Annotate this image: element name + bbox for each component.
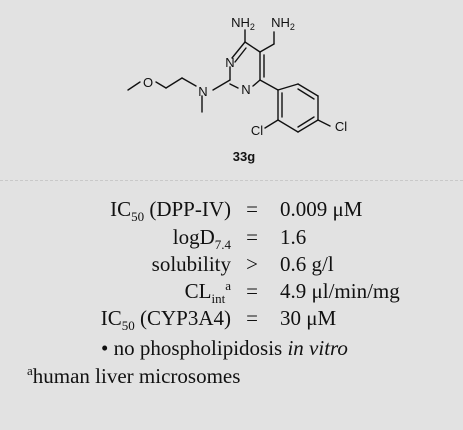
bond [317, 119, 331, 127]
property-label: IC50 (DPP-IV) [110, 197, 231, 225]
atom-n-ring-bottom: N [241, 82, 250, 97]
aryl-bond [297, 83, 319, 97]
bond [259, 79, 279, 91]
aryl-bond [277, 119, 299, 133]
property-value: 0.6 g/l [280, 252, 334, 276]
footnote: ahuman liver microsomes [27, 363, 240, 389]
property-value: 4.9 μl/min/mg [280, 279, 400, 303]
property-label: CLinta [184, 278, 231, 307]
property-operator: = [246, 225, 258, 249]
property-row: IC50 (DPP-IV) = 0.009 μM [0, 196, 463, 225]
footnote-mark: a [27, 363, 33, 378]
property-value: 1.6 [280, 225, 307, 249]
bond [259, 43, 275, 53]
compound-label: 33g [233, 149, 255, 164]
property-value: 0.009 μM [280, 197, 363, 221]
aryl-bond [297, 119, 319, 133]
footnote-text: human liver microsomes [32, 364, 241, 388]
property-value: 30 μM [280, 306, 337, 330]
property-row: CLinta = 4.9 μl/min/mg [0, 278, 463, 307]
divider [0, 180, 463, 181]
property-operator: = [246, 279, 258, 303]
property-operator: = [246, 197, 258, 221]
ring-bond [244, 41, 261, 53]
bond [212, 79, 231, 91]
atom-nh2-aminomethyl: NH2 [271, 15, 295, 32]
atom-n-amino: N [198, 84, 207, 99]
ring-bond [231, 41, 246, 59]
atom-nh2-amine: NH2 [231, 15, 255, 32]
bullet-icon: • [101, 336, 109, 360]
property-row: IC50 (CYP3A4) = 30 μM [0, 305, 463, 334]
aryl-bond [297, 116, 315, 128]
bullet-text: no phospholipidosis [113, 336, 288, 360]
ring-bond [234, 47, 247, 63]
bullet-note: • no phospholipidosis in vitro [101, 335, 348, 361]
bond [155, 81, 167, 89]
atom-n-ring-top: N [225, 55, 234, 70]
ring-bond [252, 79, 261, 87]
property-label: IC50 (CYP3A4) [100, 306, 231, 334]
property-label: logD7.4 [172, 225, 231, 253]
property-operator: > [246, 252, 258, 276]
aryl-bond [297, 88, 315, 100]
chemical-structure-diagram: NH2 NH2 N N N O Cl Cl 33g [127, 15, 347, 164]
bond [264, 119, 279, 129]
aryl-bond [277, 83, 299, 91]
atom-cl-para: Cl [335, 119, 347, 134]
atom-cl-ortho: Cl [251, 123, 263, 138]
ring-bond [229, 83, 239, 89]
bond [127, 81, 141, 91]
bullet-italic: in vitro [287, 336, 348, 360]
property-row: logD7.4 = 1.6 [0, 224, 463, 253]
bond [181, 77, 197, 87]
property-row: solubility > 0.6 g/l [0, 251, 463, 277]
atom-o-ether: O [143, 75, 153, 90]
property-operator: = [246, 306, 258, 330]
bond [165, 77, 183, 89]
property-label: solubility [151, 252, 231, 276]
